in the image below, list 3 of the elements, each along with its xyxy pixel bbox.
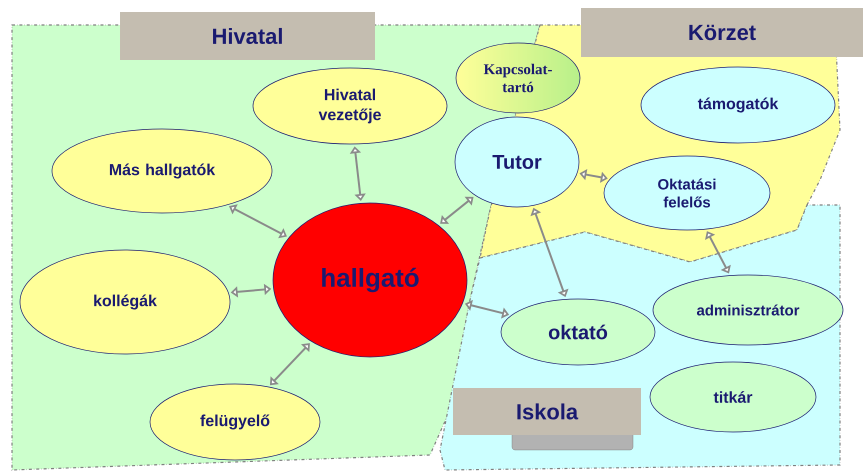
- region-heading: Hivatal: [120, 12, 375, 60]
- region-heading: Iskola: [453, 388, 641, 450]
- region-heading: Körzet: [581, 8, 863, 57]
